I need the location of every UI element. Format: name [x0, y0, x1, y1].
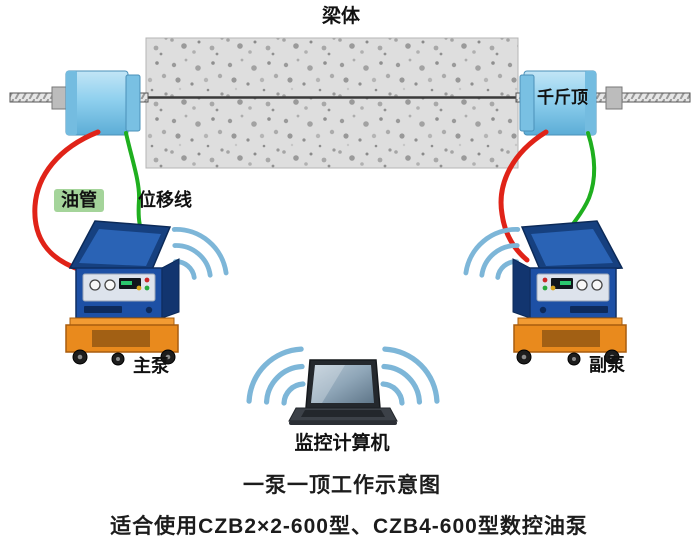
concrete-beam [145, 37, 519, 169]
displacement-wire-right [569, 131, 597, 229]
displacement-wire-left [124, 131, 143, 233]
oil-pipe-hose-left [32, 129, 101, 272]
diagram-title: 一泵一顶工作示意图 [243, 474, 441, 497]
pump-main [65, 220, 180, 366]
main-pump-label: 主泵 [133, 356, 169, 376]
aux-pump-label: 副泵 [589, 355, 625, 375]
displacement-line-label: 位移线 [138, 190, 192, 210]
oil-pipe-label: 油管 [54, 189, 104, 212]
laptop [288, 359, 398, 425]
pump-auxiliary [512, 220, 627, 366]
computer-label: 监控计算机 [294, 433, 390, 454]
diagram-subtitle: 适合使用CZB2×2-600型、CZB4-600型数控油泵 [110, 515, 588, 538]
jack-left [51, 70, 141, 136]
jack-right [519, 70, 623, 136]
beam-label: 梁体 [321, 6, 361, 27]
jack-label: 千斤顶 [537, 88, 588, 107]
